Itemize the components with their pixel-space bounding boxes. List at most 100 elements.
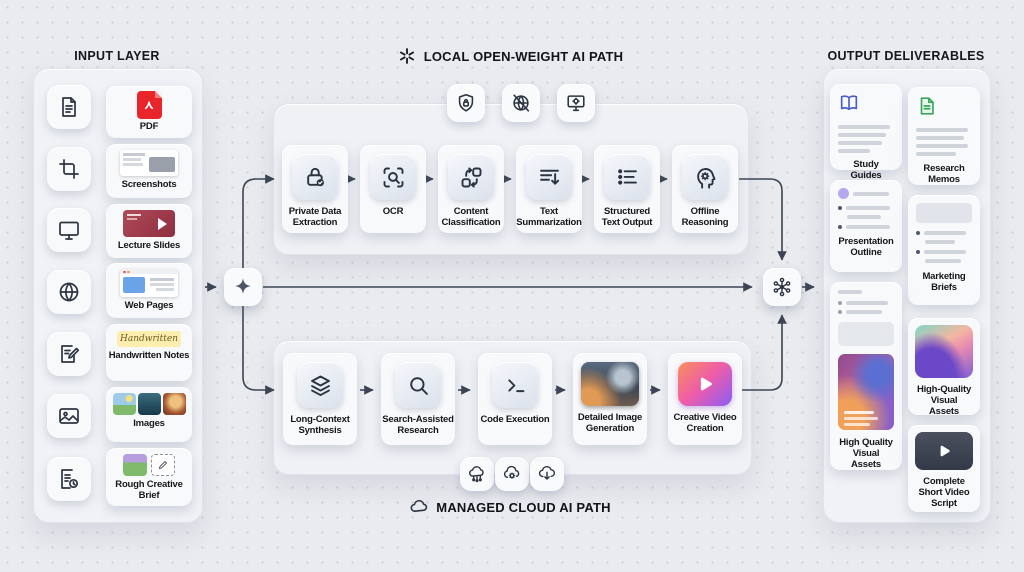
dark-play-thumbnail [915, 432, 973, 470]
input-card-lecture-slides: Lecture Slides [106, 204, 192, 258]
node-label: Detailed Image Generation [577, 412, 643, 435]
summarize-icon [526, 154, 572, 200]
crop-icon [47, 147, 91, 191]
node-label: Offline Reasoning [681, 206, 729, 229]
reasoning-head-icon [682, 154, 728, 200]
input-card-rough-creative-brief: Rough Creative Brief [106, 448, 192, 506]
node-structured-text-output: Structured Text Output [594, 145, 660, 233]
outline-row [838, 206, 894, 210]
placeholder-line [916, 152, 956, 156]
bullet-dot [916, 250, 920, 254]
output-card-label: High Quality Visual Assets [839, 437, 893, 470]
output-card-label: Presentation Outline [838, 236, 894, 258]
node-label: Private Data Extraction [288, 206, 342, 229]
pdf-fold [154, 91, 162, 98]
asset-row [838, 310, 894, 314]
placeholder-line [838, 125, 890, 129]
lock-check-icon [292, 154, 338, 200]
node-content-classification: Content Classification [438, 145, 504, 233]
placeholder-line [924, 231, 966, 235]
placeholder-line [123, 158, 141, 161]
input-card-images: Images [106, 387, 192, 442]
placeholder-line [916, 144, 968, 148]
screen-icon [47, 208, 91, 252]
cloud-download-icon [530, 457, 564, 491]
placeholder-line [846, 301, 888, 305]
header-block [916, 203, 972, 223]
node-private-data-extraction: Private Data Extraction [282, 145, 348, 233]
bullet-dot [838, 206, 842, 210]
output-card-label: Marketing Briefs [922, 271, 966, 293]
brief-row [916, 250, 972, 254]
node-ocr: OCR [360, 145, 426, 233]
input-card-handwritten-notes: Handwritten Handwritten Notes [106, 324, 192, 381]
local-path-title: LOCAL OPEN-WEIGHT AI PATH [360, 44, 660, 68]
node-label: Code Execution [480, 414, 550, 425]
placeholder-line [150, 278, 174, 281]
placeholder-line [123, 153, 145, 156]
cloud-gear-icon [495, 457, 529, 491]
output-card-study-guides: Study Guides [830, 84, 902, 181]
node-label: Structured Text Output [601, 206, 653, 229]
search-icon [395, 362, 441, 408]
input-card-label: PDF [139, 121, 159, 132]
output-card-label: Study Guides [850, 159, 882, 181]
output-hub-icon [763, 268, 801, 306]
cloud-path-title-text: MANAGED CLOUD AI PATH [436, 499, 611, 515]
photo-thumb-warm [162, 393, 186, 415]
placeholder-line [838, 149, 870, 153]
outline-row [838, 225, 894, 229]
note-edit-icon [47, 332, 91, 376]
output-card-presentation-outline: Presentation Outline [830, 180, 902, 272]
node-search-assisted-research: Search-Assisted Research [381, 353, 455, 445]
screenshot-window [149, 157, 175, 172]
ocr-scan-icon [370, 154, 416, 200]
bullet-dot [838, 301, 842, 305]
shield-lock-icon [447, 84, 485, 122]
photo-thumb-landscape [112, 393, 136, 415]
node-label: OCR [382, 206, 404, 217]
node-label: Text Summarization [516, 206, 582, 229]
placeholder-line [925, 240, 955, 244]
generated-image-thumbnail [581, 362, 639, 406]
abstract-art-thumbnail [838, 354, 894, 430]
input-card-label: Images [133, 418, 165, 429]
terminal-icon [492, 362, 538, 408]
document-icon [47, 85, 91, 129]
placeholder-line [127, 214, 141, 216]
placeholder-line [150, 283, 174, 286]
pencil-box [151, 454, 175, 476]
output-card-label: High-Quality Visual Assets [916, 384, 972, 417]
list-icon [604, 154, 650, 200]
node-text-summarization: Text Summarization [516, 145, 582, 233]
lecture-video-thumbnail [123, 210, 175, 237]
input-card-label: Rough Creative Brief [115, 479, 183, 501]
placeholder-line [838, 290, 862, 294]
output-card-research-memos: Research Memos [908, 87, 980, 185]
input-card-label: Screenshots [121, 179, 177, 190]
placeholder-line [846, 206, 890, 210]
memo-icon [920, 97, 934, 115]
browser-dot [123, 270, 126, 273]
layers-icon [297, 362, 343, 408]
placeholder-line [924, 250, 966, 254]
local-path-title-text: LOCAL OPEN-WEIGHT AI PATH [423, 48, 624, 64]
sketch-thumbnails [123, 454, 175, 476]
play-icon [158, 218, 167, 230]
classification-icon [448, 154, 494, 200]
bullet-dot [838, 225, 842, 229]
document-clock-icon [47, 457, 91, 501]
node-offline-reasoning: Offline Reasoning [672, 145, 738, 233]
brief-row [916, 231, 972, 235]
placeholder-line [846, 225, 890, 229]
node-code-execution: Code Execution [478, 353, 552, 445]
input-card-label: Lecture Slides [117, 240, 181, 251]
openai-logo-icon [397, 46, 417, 66]
output-deliverables-title: OUTPUT DELIVERABLES [827, 49, 985, 63]
placeholder-line [853, 191, 889, 196]
placeholder-line [844, 411, 874, 414]
output-card-complete-short-video-script: Complete Short Video Script [908, 425, 980, 512]
placeholder-line [838, 133, 886, 137]
cloud-network-icon [460, 457, 494, 491]
